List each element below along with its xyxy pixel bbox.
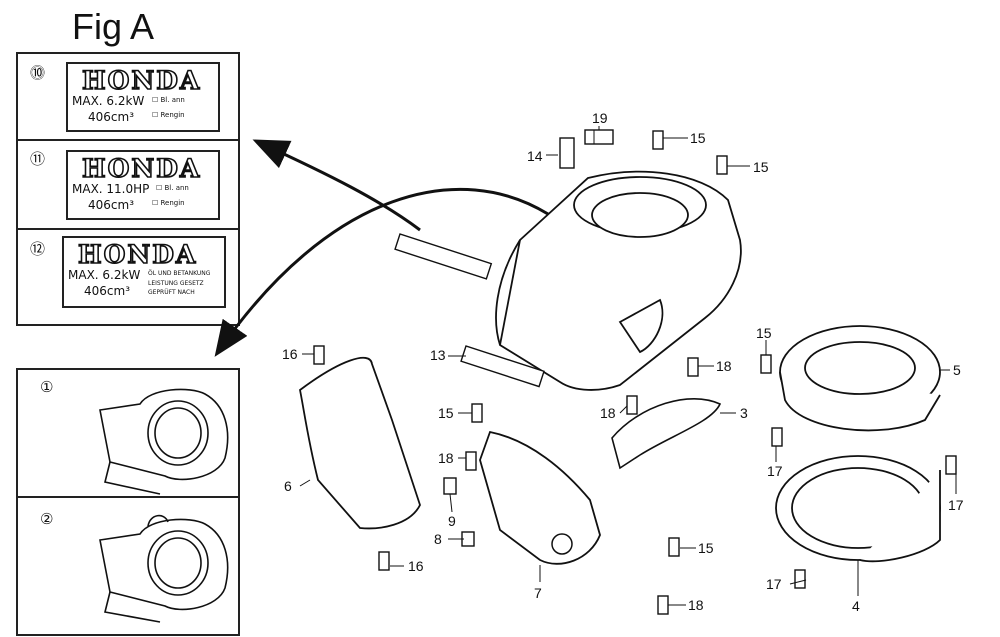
decal-note: ☐ Rengin xyxy=(152,199,185,207)
part-4-ring xyxy=(775,455,941,563)
part-19-decal xyxy=(584,129,614,145)
divider xyxy=(16,228,240,230)
decal-brand: HONDA xyxy=(81,65,202,96)
decal-note: ☐ Bl. ann xyxy=(152,96,185,104)
callout-9: 9 xyxy=(448,513,456,529)
decal-note: ☐ Rengin xyxy=(152,111,185,119)
callout-15: 15 xyxy=(438,405,454,421)
callout-18: 18 xyxy=(600,405,616,421)
decal-displacement: 406cm³ xyxy=(88,198,135,212)
decal-rating: MAX. 6.2kW xyxy=(68,268,141,282)
shroud-hole xyxy=(551,533,573,555)
bolt-18-mid xyxy=(465,451,477,471)
callout-7: 7 xyxy=(534,585,542,601)
callout-11: ⑪ xyxy=(30,150,46,168)
divider xyxy=(16,139,240,141)
bolt-18-right xyxy=(687,357,699,377)
callout-2: ② xyxy=(40,510,54,528)
decal-rating: MAX. 11.0HP xyxy=(72,182,150,196)
callout-16: 16 xyxy=(282,346,298,362)
decal-note: LEISTUNG GESETZ xyxy=(148,280,204,287)
callout-17: 17 xyxy=(767,463,783,479)
callout-12: ⑫ xyxy=(30,240,46,258)
bolt-15-top-b xyxy=(716,155,728,175)
bolt-16-bottom xyxy=(378,551,390,571)
callout-13: 13 xyxy=(430,347,446,363)
part-3-bracket xyxy=(611,397,722,470)
decal-10: HONDA MAX. 6.2kW ☐ Bl. ann 406cm³ ☐ Reng… xyxy=(66,62,220,132)
bolt-18-lower xyxy=(657,595,669,615)
bolt-17-bottom xyxy=(794,569,806,589)
decal-brand: HONDA xyxy=(77,239,198,270)
callout-15: 15 xyxy=(753,159,769,175)
part-14-decal xyxy=(559,137,575,169)
variant-2-shroud xyxy=(99,514,229,623)
part-6-air-guide xyxy=(299,356,421,530)
decal-displacement: 406cm³ xyxy=(88,110,135,124)
decal-displacement: 406cm³ xyxy=(84,284,131,298)
part-7-shroud xyxy=(479,430,601,565)
decal-brand: HONDA xyxy=(81,153,202,184)
callout-6: 6 xyxy=(284,478,292,494)
decal-pointer-arrow xyxy=(252,139,421,232)
part-5-cover xyxy=(779,325,941,432)
leader-lines xyxy=(299,126,957,606)
callout-19: 19 xyxy=(592,110,608,126)
callout-5: 5 xyxy=(953,362,961,378)
callout-15: 15 xyxy=(690,130,706,146)
callout-10: ⓾ xyxy=(30,64,46,82)
decal-11: HONDA MAX. 11.0HP ☐ Bl. ann 406cm³ ☐ Ren… xyxy=(66,150,220,220)
bolt-17-right xyxy=(945,455,957,475)
clip-9 xyxy=(443,477,457,495)
divider xyxy=(16,496,240,498)
bolt-15-top-a xyxy=(652,130,664,150)
decal-note: GEPRÜFT NACH xyxy=(148,289,195,296)
callout-4: 4 xyxy=(852,598,860,614)
bolt-15-cover xyxy=(760,354,772,374)
bolt-18-bracket xyxy=(626,395,638,415)
fan-cover xyxy=(495,170,742,391)
callout-14: 14 xyxy=(527,148,543,164)
callout-8: 8 xyxy=(434,531,442,547)
callout-1: ① xyxy=(40,378,54,396)
callout-17: 17 xyxy=(948,497,964,513)
part-13-strip xyxy=(460,345,545,388)
bolt-16-top xyxy=(313,345,325,365)
callout-18: 18 xyxy=(688,597,704,613)
bolt-15-lower xyxy=(668,537,680,557)
figure-title: Fig A xyxy=(72,6,155,47)
callout-15: 15 xyxy=(698,540,714,556)
decal-note: ÖL UND BETANKUNG xyxy=(148,270,211,277)
callout-15: 15 xyxy=(756,325,772,341)
bolt-17-left xyxy=(771,427,783,447)
callout-3: 3 xyxy=(740,405,748,421)
variant-1-shroud xyxy=(99,388,229,495)
decal-rating: MAX. 6.2kW xyxy=(72,94,145,108)
decal-12: HONDA MAX. 6.2kW ÖL UND BETANKUNG 406cm³… xyxy=(62,236,226,308)
decal-note: ☐ Bl. ann xyxy=(156,184,189,192)
bolt-15-mid xyxy=(471,403,483,423)
callout-18: 18 xyxy=(716,358,732,374)
callout-18: 18 xyxy=(438,450,454,466)
callout-16: 16 xyxy=(408,558,424,574)
variant-pointer-arrow xyxy=(214,187,549,357)
callout-17: 17 xyxy=(766,576,782,592)
cover-strip xyxy=(394,233,493,280)
